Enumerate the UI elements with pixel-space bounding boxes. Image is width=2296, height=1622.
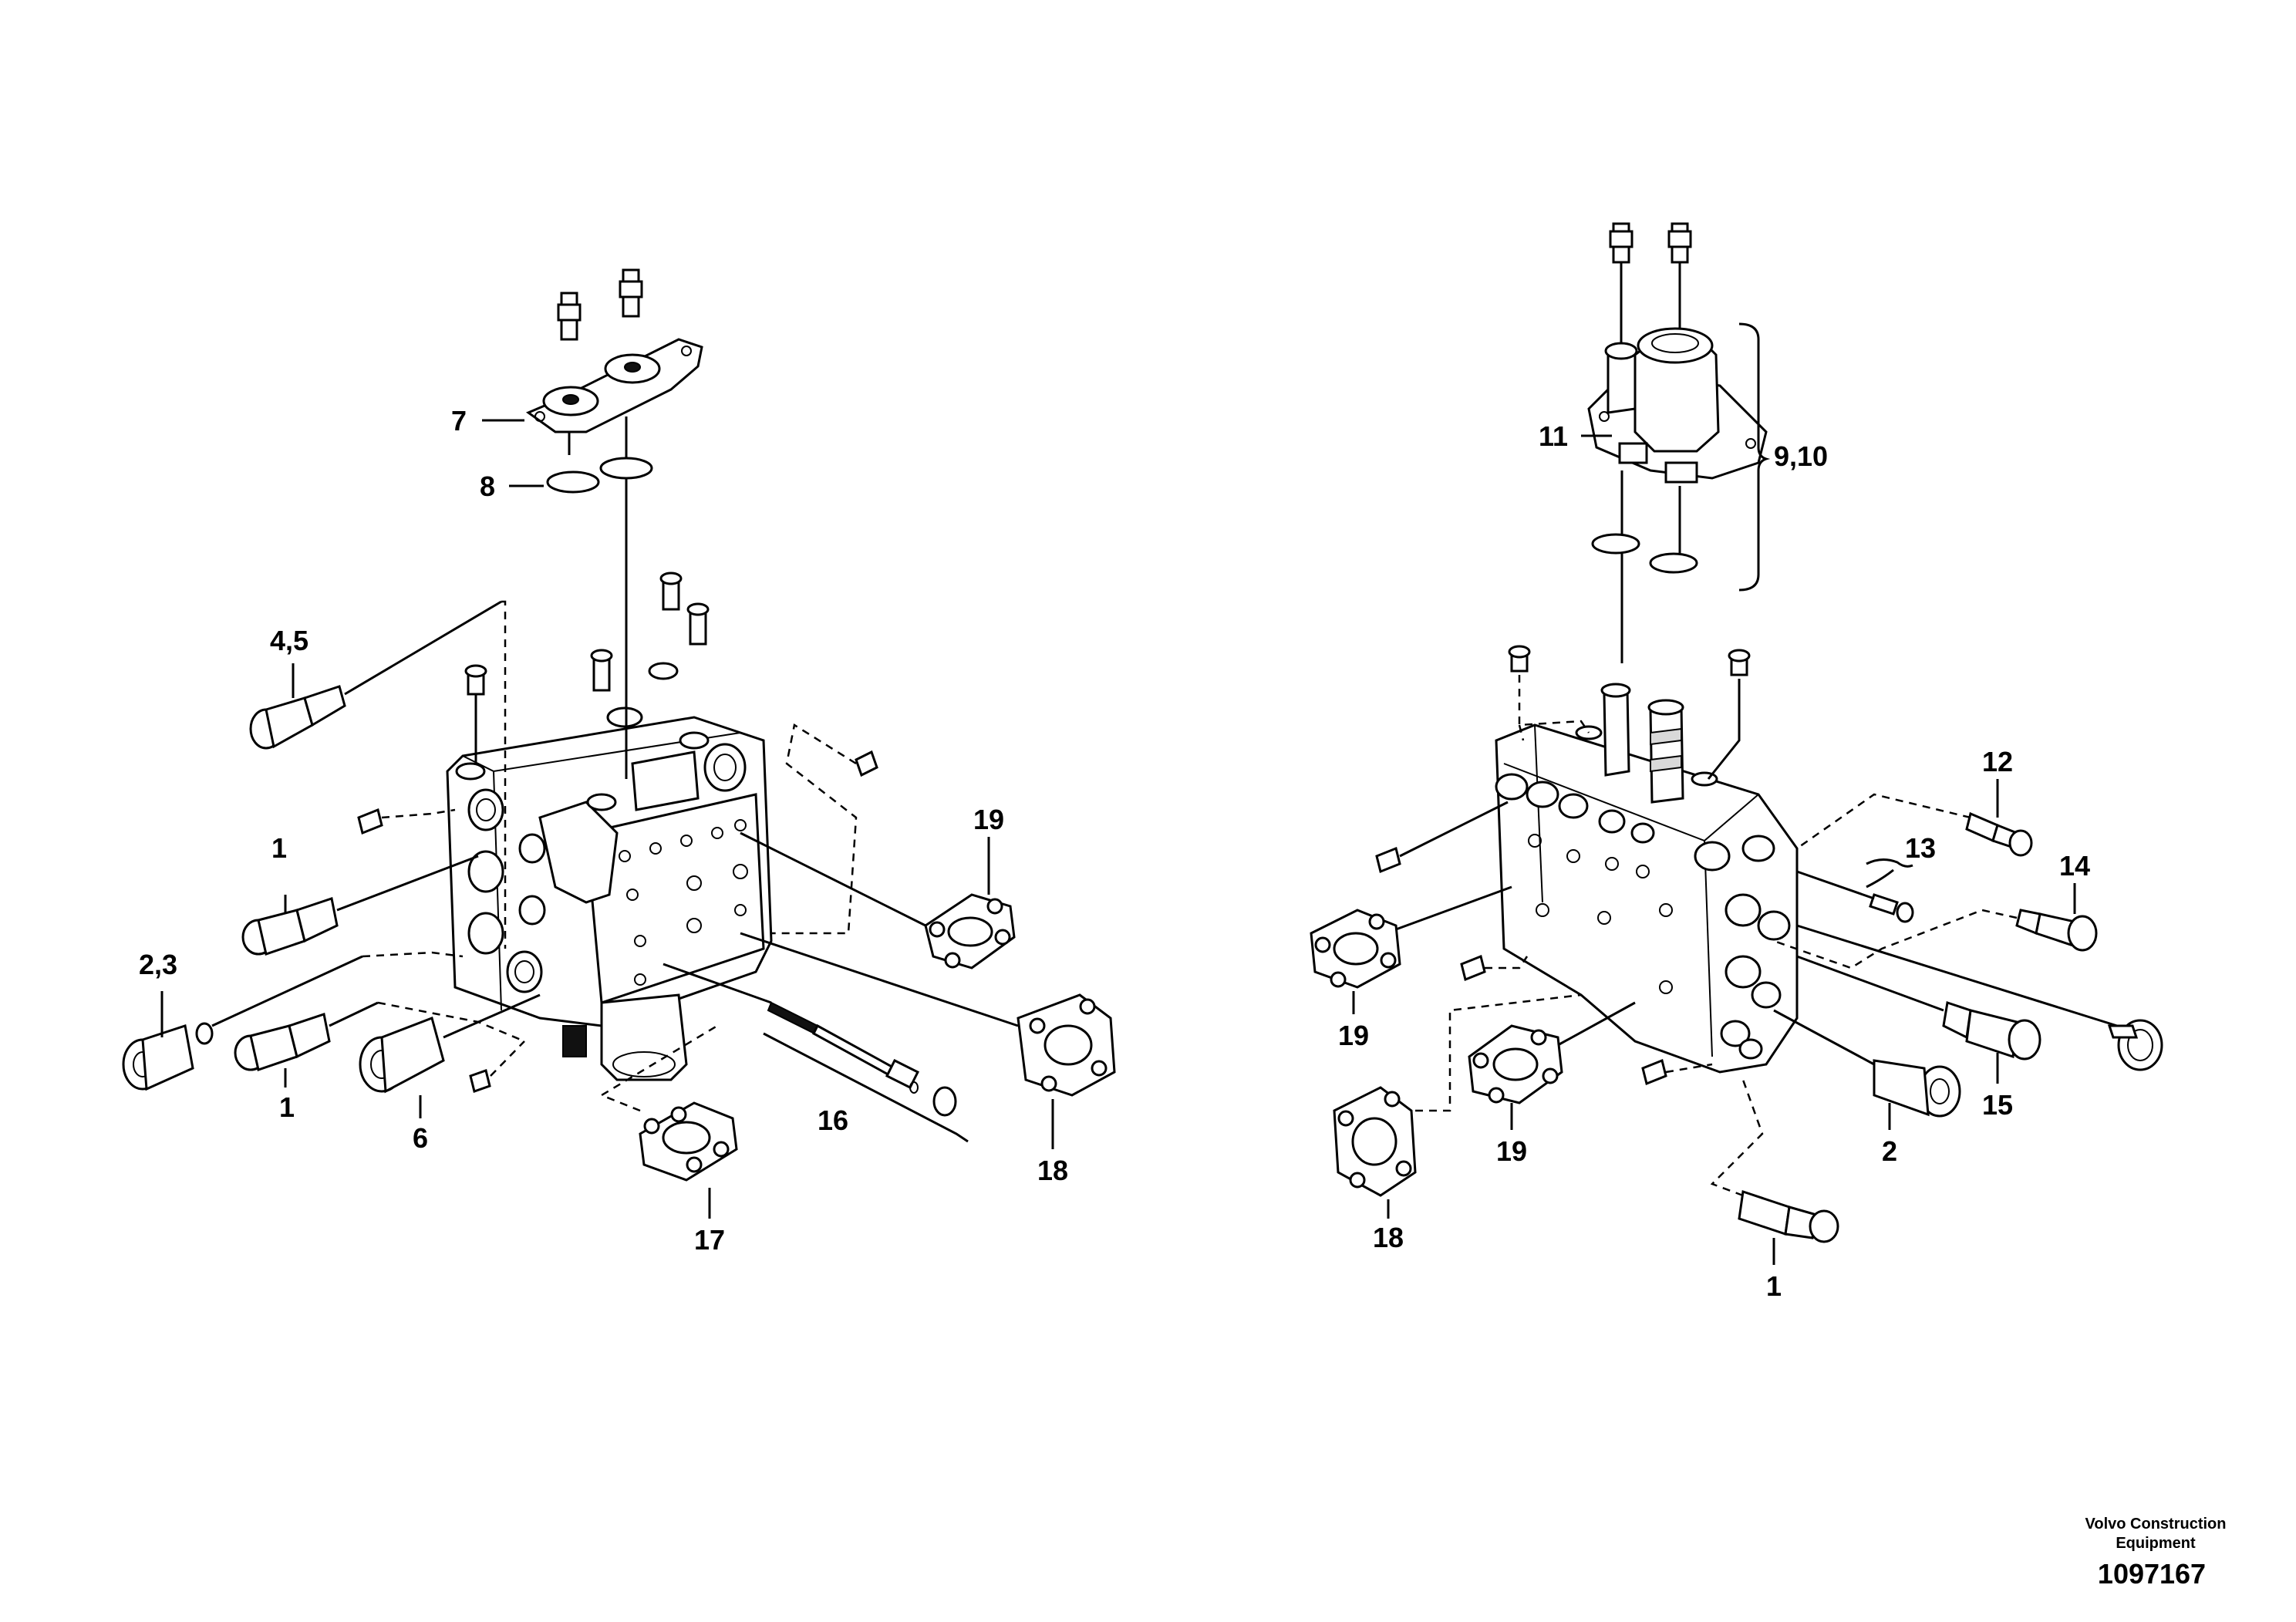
left-valve-assembly — [122, 268, 1116, 1182]
right-o-rings — [1591, 533, 1698, 574]
item-18-flange-left — [1017, 993, 1116, 1097]
callout-labels: 1 2,3 1 6 4,5 7 8 16 17 18 19 11 9,10 12… — [139, 405, 2090, 1302]
item-18-flange-right — [1333, 1086, 1417, 1197]
label-item-7: 7 — [451, 405, 467, 437]
item-12-fitting — [1965, 811, 2033, 857]
label-item-13: 13 — [1905, 832, 1936, 864]
label-item-12: 12 — [1982, 746, 2013, 777]
item-6-plug — [359, 1017, 445, 1094]
item-14-fitting — [2015, 909, 2098, 952]
item-17-flange — [639, 1101, 738, 1182]
item-1-cartridge-right — [1738, 1190, 1839, 1243]
item-2-plug-right — [1873, 1059, 1961, 1118]
label-item-2-right: 2 — [1882, 1135, 1897, 1167]
label-item-9-10: 9,10 — [1774, 440, 1828, 472]
label-item-1-right: 1 — [1766, 1270, 1782, 1302]
label-item-19-right-lower: 19 — [1496, 1135, 1527, 1167]
label-item-18-right: 18 — [1373, 1222, 1404, 1253]
item-19-flange-right-upper — [1310, 909, 1401, 989]
right-ring-fitting — [2107, 1019, 2163, 1071]
label-item-14: 14 — [2059, 850, 2090, 882]
label-item-18-left: 18 — [1037, 1155, 1068, 1186]
right-small-screws — [1375, 846, 1667, 1086]
left-valve-body — [446, 662, 773, 1081]
label-item-15: 15 — [1982, 1089, 2013, 1121]
item-19-flange-right-lower — [1468, 1024, 1563, 1104]
label-item-8: 8 — [480, 470, 495, 502]
label-item-19-left: 19 — [973, 804, 1004, 835]
label-item-2-3: 2,3 — [139, 949, 177, 980]
item-2-3-plug — [122, 1022, 214, 1091]
left-top-bolts — [464, 572, 710, 696]
item-9-10-solenoid-valve — [1587, 222, 1768, 484]
footer-brand-block: Volvo Construction Equipment 1097167 — [2085, 1516, 2227, 1590]
item-13-fitting — [1869, 893, 1914, 923]
item-1-cartridge-lower — [234, 1013, 331, 1071]
item-16-spool-kit — [767, 1001, 957, 1117]
item-7-cover-plate — [525, 268, 703, 433]
item-1-cartridge-upper — [241, 897, 339, 956]
label-item-17: 17 — [694, 1224, 725, 1256]
drawing-number: 1097167 — [2098, 1558, 2206, 1590]
item-8-o-rings — [546, 457, 653, 494]
label-item-4-5: 4,5 — [270, 625, 308, 656]
callout-leaders — [160, 419, 1513, 1219]
right-valve-body — [1495, 683, 1799, 1074]
item-4-5-plug — [249, 685, 346, 750]
label-item-19-right-upper: 19 — [1338, 1020, 1369, 1051]
label-item-1-lower-left: 1 — [279, 1091, 295, 1123]
right-top-bolts — [1508, 645, 1751, 676]
item-15-cartridge — [1942, 1001, 2041, 1061]
company-name-line2: Equipment — [2116, 1535, 2196, 1552]
item-19-flange-left — [924, 893, 1016, 969]
right-valve-assembly — [1310, 222, 2163, 1265]
label-item-6: 6 — [413, 1122, 428, 1154]
label-item-16: 16 — [818, 1104, 848, 1136]
left-small-screws — [357, 750, 878, 1093]
label-item-1-upper-left: 1 — [271, 832, 287, 864]
company-name-line1: Volvo Construction — [2085, 1516, 2227, 1533]
label-item-11: 11 — [1539, 420, 1568, 452]
